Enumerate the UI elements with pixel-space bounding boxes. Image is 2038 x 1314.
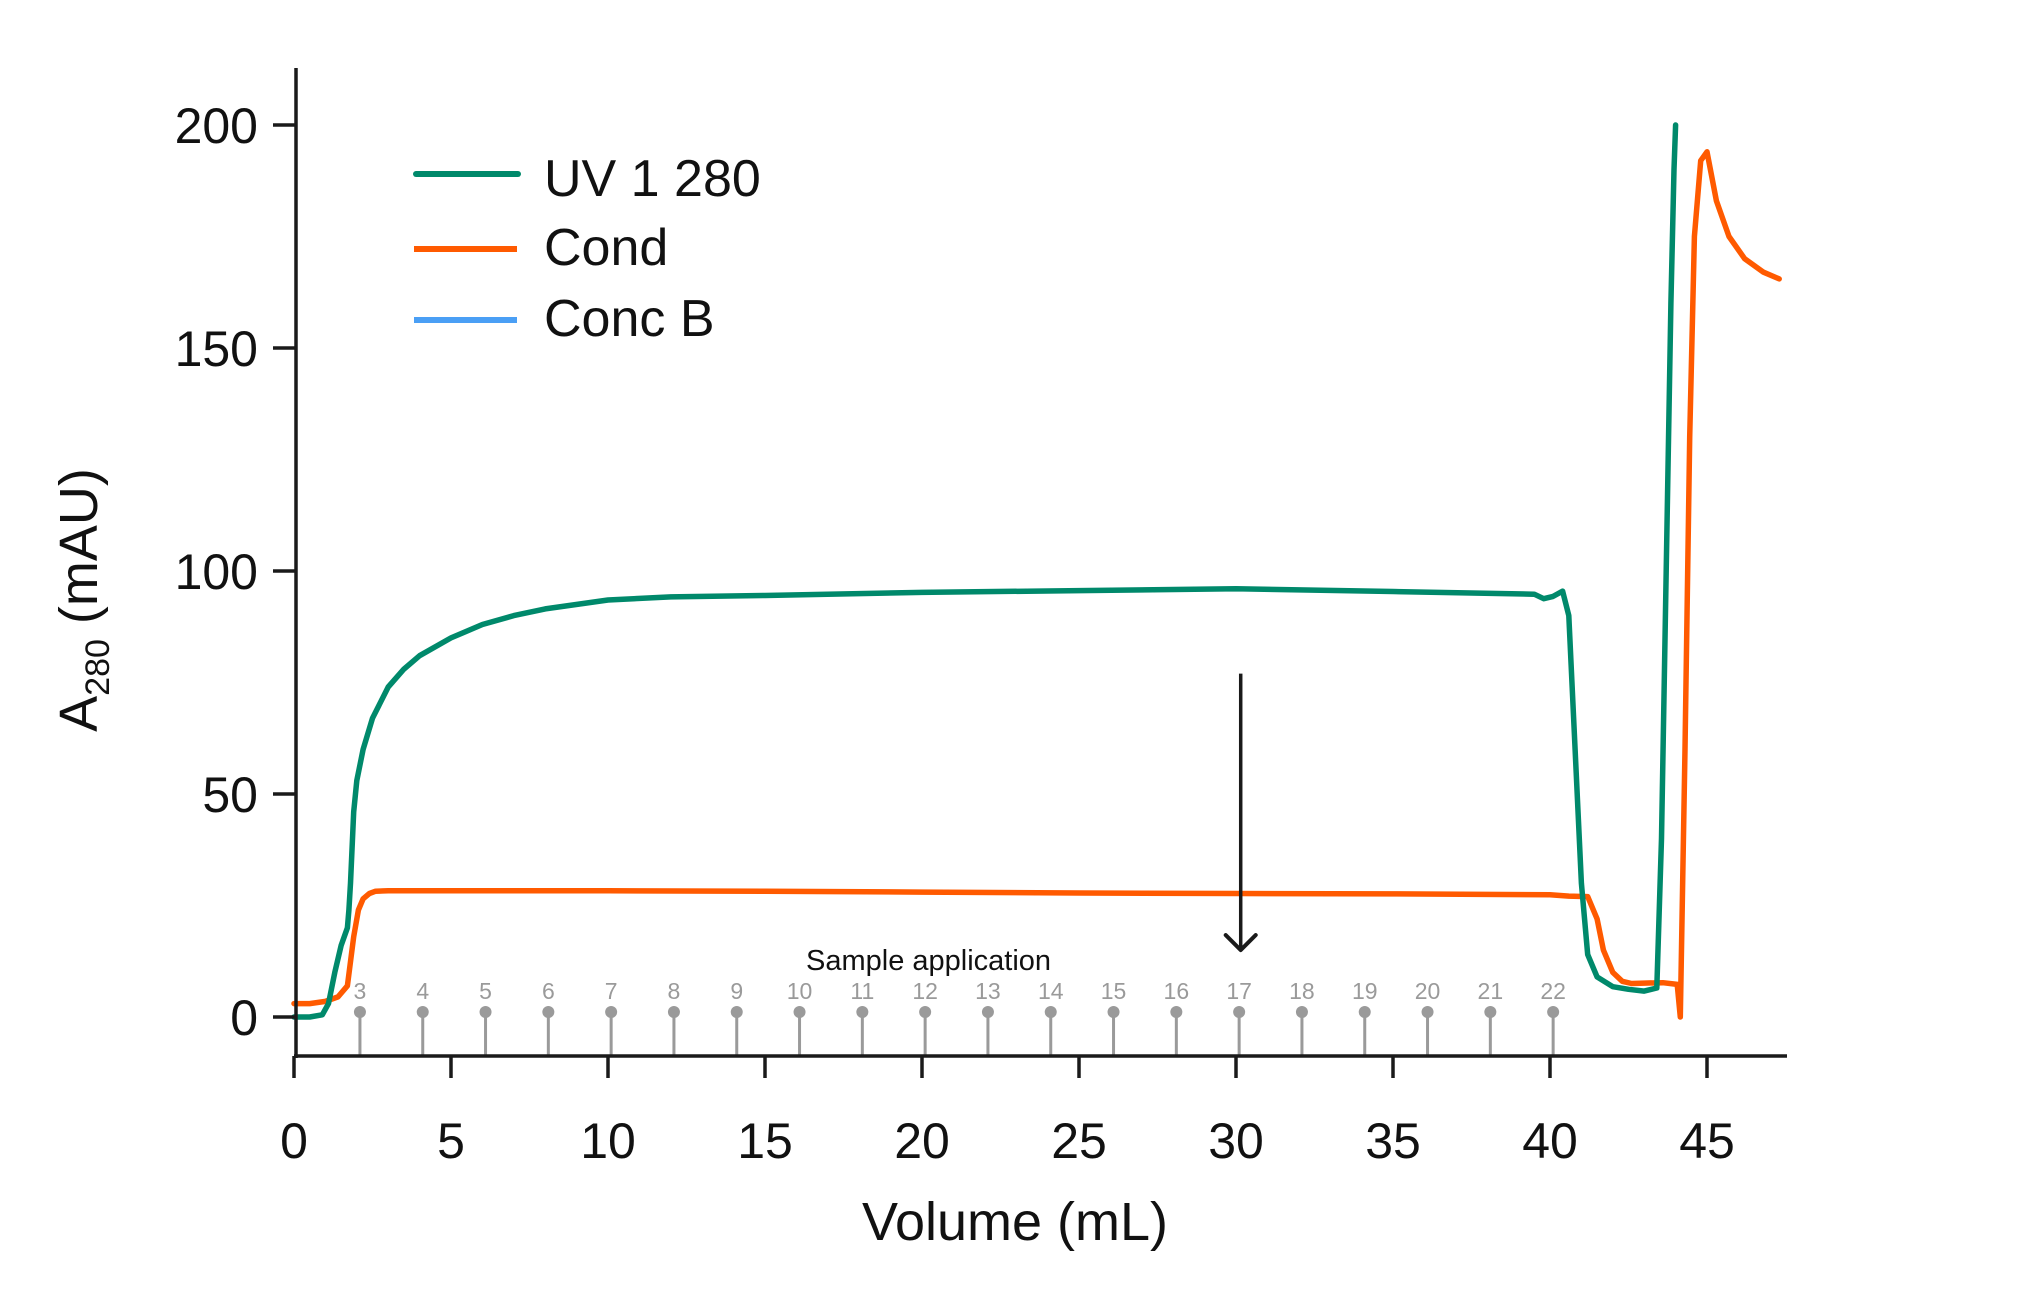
fraction-dot — [1170, 1006, 1183, 1018]
x-tick-label: 5 — [437, 1113, 465, 1169]
fraction-label: 10 — [787, 978, 813, 1004]
y-tick-label: 100 — [175, 544, 258, 600]
fraction-label: 22 — [1540, 978, 1566, 1004]
y-tick-label: 50 — [202, 767, 258, 823]
fraction-markers: 3 4 5 6 7 8 9 10 11 12 13 14 15 16 17 18 19 20 21 22 — [354, 978, 1566, 1055]
fraction-label: 14 — [1038, 978, 1064, 1004]
fraction-label: 4 — [416, 978, 429, 1004]
fraction-label: 15 — [1101, 978, 1127, 1004]
fraction-dot — [793, 1006, 806, 1018]
fraction-dot — [919, 1006, 932, 1018]
fraction-label: 17 — [1226, 978, 1252, 1004]
fraction-dot — [1547, 1006, 1560, 1018]
sample-application-label: Sample application — [806, 945, 1051, 977]
legend-label-concb: Conc B — [544, 290, 715, 348]
y-tick-label: 200 — [175, 98, 258, 154]
x-axis-title: Volume (mL) — [862, 1192, 1168, 1252]
fraction-dot — [605, 1006, 618, 1018]
fraction-label: 6 — [542, 978, 555, 1004]
fraction-dot — [1358, 1006, 1371, 1018]
series-line-cond — [291, 149, 1782, 1020]
legend-item-concb: Conc B — [414, 290, 715, 348]
fraction-dot — [479, 1006, 492, 1018]
fraction-dot — [1295, 1006, 1308, 1018]
y-axis-title-unit: (mAU) — [49, 468, 109, 639]
fraction-label: 16 — [1164, 978, 1190, 1004]
x-ticks: 0 5 10 15 20 25 30 35 40 45 — [280, 1056, 1735, 1169]
y-axis-title: A280 (mAU) — [49, 468, 117, 732]
fraction-dot — [730, 1006, 743, 1018]
fraction-dot — [416, 1006, 429, 1018]
legend: UV 1 280 Cond Conc B — [413, 150, 761, 348]
legend-item-cond: Cond — [414, 219, 668, 277]
fraction-dot — [1107, 1006, 1120, 1018]
fraction-label: 12 — [912, 978, 938, 1004]
fraction-dot — [667, 1006, 680, 1018]
fraction-dot — [1233, 1006, 1246, 1018]
legend-label-cond: Cond — [544, 219, 668, 277]
fraction-dot — [1421, 1006, 1434, 1018]
fraction-dot — [353, 1006, 366, 1018]
y-tick-label: 0 — [230, 990, 258, 1046]
fraction-label: 11 — [850, 978, 874, 1004]
fraction-label: 13 — [975, 978, 1001, 1004]
y-tick-label: 150 — [175, 321, 258, 377]
series-line-uv-1-280 — [291, 122, 1679, 1020]
x-tick-label: 45 — [1679, 1113, 1735, 1169]
fraction-label: 3 — [354, 978, 367, 1004]
fraction-dot — [542, 1006, 555, 1018]
fraction-label: 18 — [1289, 978, 1315, 1004]
x-tick-label: 25 — [1051, 1113, 1107, 1169]
sample-application-annotation: Sample application — [806, 673, 1258, 977]
x-tick-label: 10 — [580, 1113, 636, 1169]
fraction-label: 9 — [730, 978, 743, 1004]
y-axis-title-subscript: 280 — [79, 639, 117, 696]
fraction-dot — [1484, 1006, 1497, 1018]
fraction-label: 8 — [668, 978, 681, 1004]
legend-label-uv: UV 1 280 — [544, 150, 761, 208]
y-ticks: 0 50 100 150 200 — [175, 98, 296, 1046]
fraction-label: 21 — [1478, 978, 1504, 1004]
fraction-label: 19 — [1352, 978, 1378, 1004]
arrow-down-icon — [1223, 933, 1258, 953]
x-tick-label: 0 — [280, 1113, 308, 1169]
x-tick-label: 40 — [1522, 1113, 1578, 1169]
plot-lines — [291, 122, 1782, 1020]
x-tick-label: 20 — [894, 1113, 950, 1169]
x-tick-label: 15 — [737, 1113, 793, 1169]
y-axis-title-main: A — [49, 696, 109, 732]
fraction-dot — [856, 1006, 869, 1018]
fraction-label: 5 — [479, 978, 492, 1004]
x-tick-label: 30 — [1208, 1113, 1264, 1169]
fraction-dot — [1044, 1006, 1057, 1018]
fraction-label: 20 — [1415, 978, 1441, 1004]
fraction-label: 7 — [605, 978, 618, 1004]
x-tick-label: 35 — [1365, 1113, 1421, 1169]
fraction-dot — [981, 1006, 994, 1018]
legend-item-uv: UV 1 280 — [413, 150, 761, 208]
